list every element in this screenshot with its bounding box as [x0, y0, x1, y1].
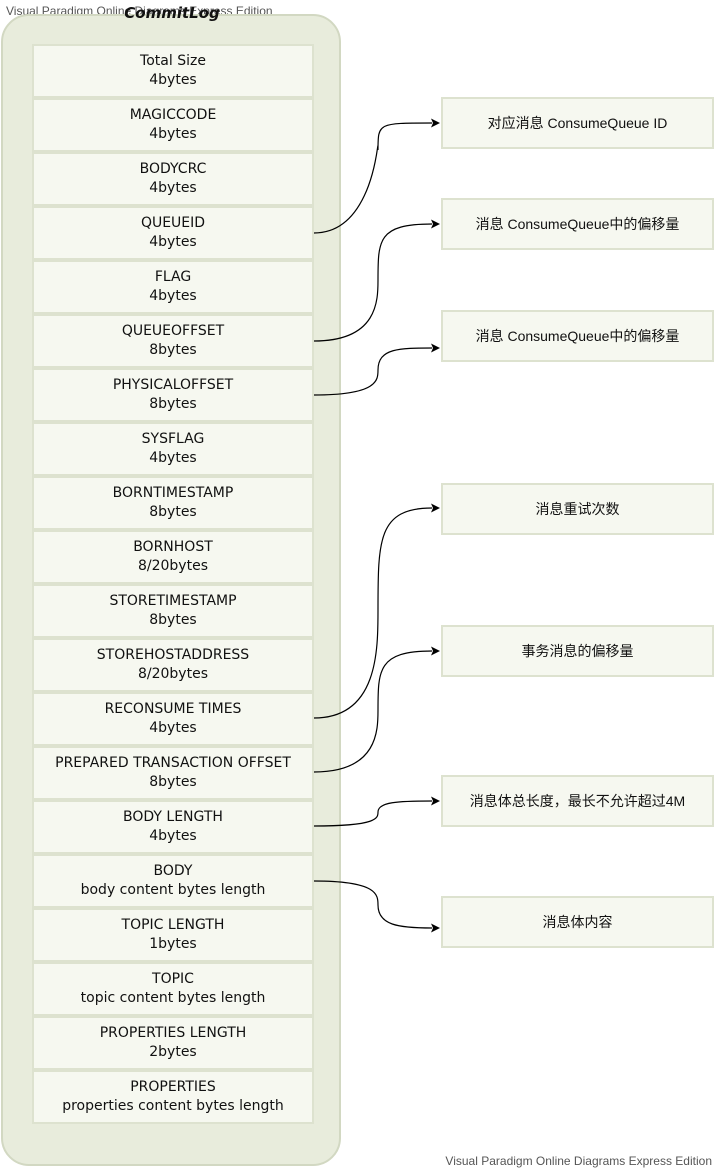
field-name: TOPIC — [152, 971, 194, 987]
field-name: BODY LENGTH — [123, 809, 223, 825]
field-topic-length[interactable]: TOPIC LENGTH 1bytes — [32, 908, 314, 962]
field-reconsume-times[interactable]: RECONSUME TIMES 4bytes — [32, 692, 314, 746]
commitlog-title: CommitLog — [124, 4, 220, 22]
field-bornhost[interactable]: BORNHOST 8/20bytes — [32, 530, 314, 584]
note-physicaloffset[interactable]: 消息 ConsumeQueue中的偏移量 — [441, 310, 714, 362]
arrowhead-prepared-transaction-offset — [431, 646, 440, 656]
field-name: STOREHOSTADDRESS — [96, 647, 250, 663]
field-size: properties content bytes length — [62, 1098, 284, 1114]
field-name: BORNTIMESTAMP — [112, 485, 234, 501]
field-name: RECONSUME TIMES — [104, 701, 242, 717]
field-size: 4bytes — [149, 288, 197, 304]
note-reconsume-times[interactable]: 消息重试次数 — [441, 483, 714, 535]
field-name: PHYSICALOFFSET — [112, 377, 234, 393]
field-queueoffset[interactable]: QUEUEOFFSET 8bytes — [32, 314, 314, 368]
field-storetimestamp[interactable]: STORETIMESTAMP 8bytes — [32, 584, 314, 638]
field-name: SYSFLAG — [141, 431, 205, 447]
field-properties-length[interactable]: PROPERTIES LENGTH 2bytes — [32, 1016, 314, 1070]
field-size: 4bytes — [149, 450, 197, 466]
field-size: 8/20bytes — [137, 666, 208, 682]
field-size: 4bytes — [149, 126, 197, 142]
field-name: PROPERTIES LENGTH — [99, 1025, 247, 1041]
field-size: 4bytes — [149, 720, 197, 736]
field-size: body content bytes length — [80, 882, 266, 898]
field-sysflag[interactable]: SYSFLAG 4bytes — [32, 422, 314, 476]
field-name: TOPIC LENGTH — [121, 917, 225, 933]
field-name: STORETIMESTAMP — [109, 593, 237, 609]
note-queueid[interactable]: 对应消息 ConsumeQueue ID — [441, 97, 714, 149]
field-physicaloffset[interactable]: PHYSICALOFFSET 8bytes — [32, 368, 314, 422]
arrowhead-physicaloffset — [431, 343, 440, 353]
field-body-length[interactable]: BODY LENGTH 4bytes — [32, 800, 314, 854]
field-body[interactable]: BODY body content bytes length — [32, 854, 314, 908]
field-size: 8/20bytes — [137, 558, 208, 574]
field-name: Total Size — [140, 53, 206, 69]
field-size: 8bytes — [149, 342, 197, 358]
field-topic[interactable]: TOPIC topic content bytes length — [32, 962, 314, 1016]
arrowhead-reconsume-times — [431, 503, 440, 513]
field-name: QUEUEOFFSET — [121, 323, 225, 339]
field-size: 8bytes — [149, 612, 197, 628]
note-prepared-transaction-offset[interactable]: 事务消息的偏移量 — [441, 625, 714, 677]
field-magiccode[interactable]: MAGICCODE 4bytes — [32, 98, 314, 152]
note-queueoffset[interactable]: 消息 ConsumeQueue中的偏移量 — [441, 198, 714, 250]
field-queueid[interactable]: QUEUEID 4bytes — [32, 206, 314, 260]
field-size: 8bytes — [149, 396, 197, 412]
field-name: PREPARED TRANSACTION OFFSET — [55, 755, 291, 771]
note-body-length[interactable]: 消息体总长度，最长不允许超过4M — [441, 775, 714, 827]
field-flag[interactable]: FLAG 4bytes — [32, 260, 314, 314]
field-name: MAGICCODE — [129, 107, 217, 123]
field-name: PROPERTIES — [130, 1079, 216, 1095]
field-name: BODY — [153, 863, 193, 879]
field-size: 4bytes — [149, 828, 197, 844]
field-size: 8bytes — [149, 774, 197, 790]
field-size: 4bytes — [149, 72, 197, 88]
field-size: 1bytes — [149, 936, 197, 952]
arrowhead-body — [431, 923, 440, 933]
field-size: topic content bytes length — [80, 990, 266, 1006]
field-size: 4bytes — [149, 180, 197, 196]
field-size: 8bytes — [149, 504, 197, 520]
field-storehostaddress[interactable]: STOREHOSTADDRESS 8/20bytes — [32, 638, 314, 692]
arrowhead-queueoffset — [431, 219, 440, 229]
field-size: 4bytes — [149, 234, 197, 250]
field-total-size[interactable]: Total Size 4bytes — [32, 44, 314, 98]
field-name: QUEUEID — [140, 215, 206, 231]
arrowhead-body-length — [431, 796, 440, 806]
arrowhead-queueid — [431, 118, 440, 128]
note-body[interactable]: 消息体内容 — [441, 896, 714, 948]
field-properties[interactable]: PROPERTIES properties content bytes leng… — [32, 1070, 314, 1124]
field-name: BORNHOST — [133, 539, 213, 555]
field-name: FLAG — [154, 269, 192, 285]
field-size: 2bytes — [149, 1044, 197, 1060]
field-prepared-transaction-offset[interactable]: PREPARED TRANSACTION OFFSET 8bytes — [32, 746, 314, 800]
field-borntimestamp[interactable]: BORNTIMESTAMP 8bytes — [32, 476, 314, 530]
field-bodycrc[interactable]: BODYCRC 4bytes — [32, 152, 314, 206]
field-name: BODYCRC — [139, 161, 207, 177]
watermark-bottom: Visual Paradigm Online Diagrams Express … — [445, 1154, 712, 1168]
